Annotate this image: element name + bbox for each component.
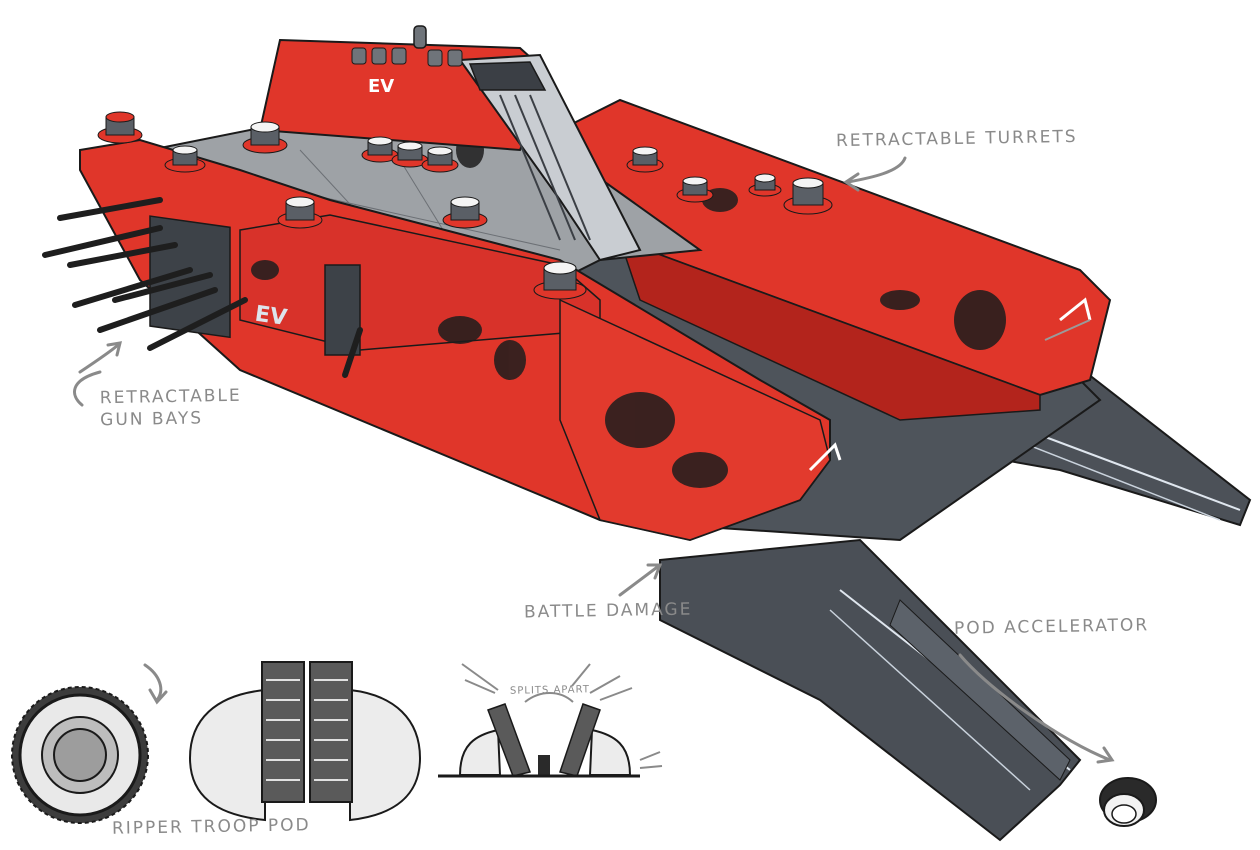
- pod-accelerator-prong-left: [659, 538, 1082, 842]
- annotation-arrows: [73, 156, 1115, 764]
- annotation-splits-apart: SPLITS APART: [509, 684, 591, 697]
- svg-text:EV: EV: [368, 76, 394, 97]
- annotation-ripper-troop-pod: RIPPER TROOP POD: [111, 815, 311, 839]
- troop-pod-front-view: [11, 686, 149, 824]
- troop-pod-split-view: [438, 663, 663, 778]
- gun-bay-barrels: [42, 197, 363, 378]
- svg-text:EV: EV: [253, 302, 288, 331]
- annotation-battle-damage: BATTLE DAMAGE: [523, 599, 693, 623]
- annotation-pod-accelerator: POD ACCELERATOR: [953, 615, 1150, 639]
- annotation-retractable-gun-bays: RETRACTABLE GUN BAYS: [100, 385, 243, 431]
- turrets: [97, 111, 833, 300]
- annotation-retractable-turrets: RETRACTABLE TURRETS: [835, 126, 1078, 152]
- annotation-gun-bays-line2: GUN BAYS: [100, 408, 204, 431]
- annotation-gun-bays-line1: RETRACTABLE: [99, 385, 242, 409]
- troop-pod-side-view: [188, 661, 422, 822]
- left-hull-arm: EV: [79, 132, 1006, 542]
- pod-projectile: [1099, 777, 1157, 827]
- command-superstructure: EV: [258, 25, 642, 262]
